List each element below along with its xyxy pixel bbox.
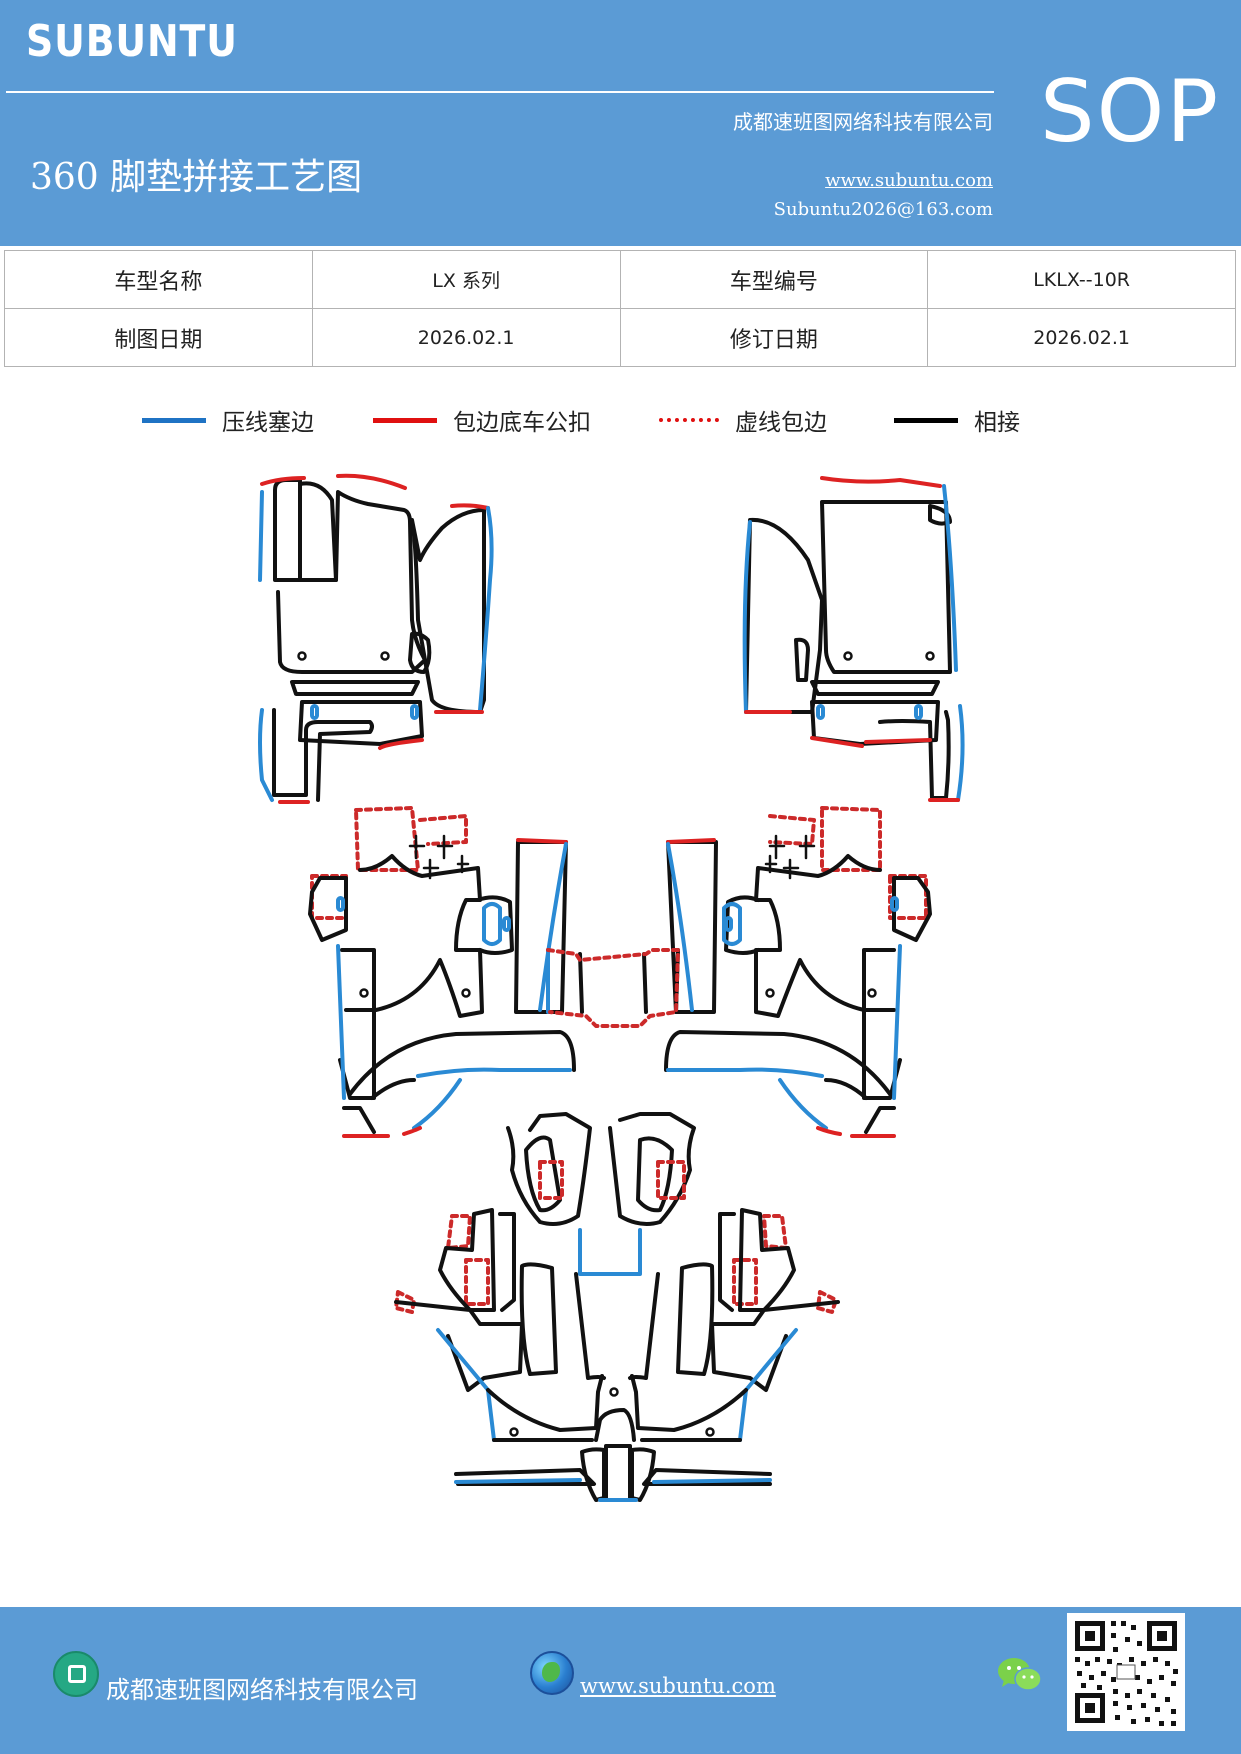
legend-swatch-blue	[142, 417, 206, 423]
qr-code	[1067, 1613, 1185, 1731]
rear-center-piece	[580, 1408, 656, 1502]
building-icon	[53, 1651, 99, 1697]
legend-label: 压线塞边	[222, 410, 314, 436]
label-model-code: 车型编号	[619, 250, 929, 309]
rear-upper-pieces	[506, 1112, 696, 1226]
header-company: 成都速班图网络科技有限公司	[733, 110, 993, 134]
footer-company: 成都速班图网络科技有限公司	[106, 1676, 418, 1704]
brand-logo: SUBUNTU	[26, 16, 238, 67]
header-divider	[6, 91, 994, 93]
legend-swatch-black	[894, 417, 958, 423]
legend-item-pressed-edge: 压线塞边	[142, 400, 314, 440]
globe-icon	[530, 1651, 574, 1695]
footer-website-link[interactable]: www.subuntu.com	[580, 1674, 776, 1698]
label-revision-date: 修订日期	[619, 308, 929, 367]
legend-label: 虚线包边	[735, 410, 827, 436]
value-model-code: LKLX--10R	[927, 250, 1236, 309]
header-banner: SUBUNTU 成都速班图网络科技有限公司 360 脚垫拼接工艺图 www.su…	[0, 0, 1241, 246]
legend-swatch-red-dotted	[659, 418, 719, 422]
front-right-mat	[742, 476, 965, 802]
info-table: 车型名称 LX 系列 车型编号 LKLX--10R 制图日期 2026.02.1…	[4, 250, 1236, 367]
table-row: 制图日期 2026.02.1 修订日期 2026.02.1	[4, 308, 1236, 367]
value-revision-date: 2026.02.1	[927, 308, 1236, 367]
legend-swatch-red	[373, 417, 437, 423]
label-draw-date: 制图日期	[4, 308, 313, 367]
front-left-mat	[258, 473, 494, 804]
sop-badge: SOP	[1040, 62, 1221, 162]
rear-right-mat	[628, 1208, 840, 1486]
middle-left-mat	[308, 806, 576, 1138]
legend-item-dotted-wrap: 虚线包边	[659, 400, 827, 440]
center-tunnel-piece	[546, 948, 680, 1028]
legend-item-wrap-edge: 包边底车公扣	[373, 400, 591, 440]
document-title: 360 脚垫拼接工艺图	[30, 157, 363, 198]
label-model-name: 车型名称	[4, 250, 313, 309]
legend-item-joined: 相接	[894, 400, 1020, 440]
wechat-icon[interactable]	[996, 1654, 1042, 1694]
header-email: Subuntu2026@163.com	[773, 199, 993, 220]
header-website-link[interactable]: www.subuntu.com	[825, 170, 993, 191]
middle-right-mat	[664, 806, 932, 1138]
legend-label: 包边底车公扣	[453, 410, 591, 436]
table-row: 车型名称 LX 系列 车型编号 LKLX--10R	[4, 250, 1236, 309]
legend-label: 相接	[974, 410, 1020, 436]
value-draw-date: 2026.02.1	[311, 308, 621, 367]
rear-left-mat	[394, 1208, 642, 1486]
floor-mat-diagram	[258, 473, 965, 1502]
value-model-name: LX 系列	[311, 250, 621, 309]
